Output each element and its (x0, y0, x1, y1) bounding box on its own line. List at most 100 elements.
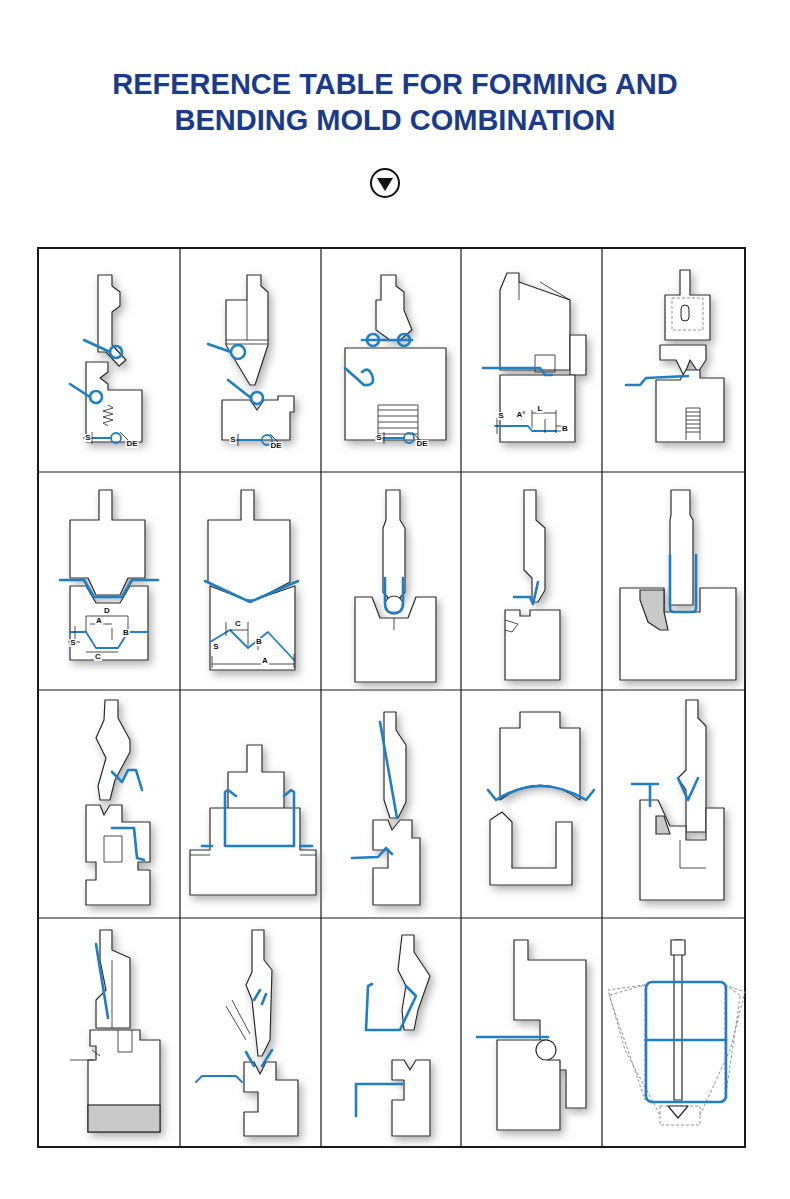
offset-tool-part (483, 368, 552, 375)
hook-bend-tool-part (505, 490, 560, 680)
dimension-label: C (94, 653, 102, 661)
hemming-tool-2-part (228, 380, 251, 398)
acute-angle-tool-part (254, 990, 266, 1004)
trapezoid-tool (60, 490, 158, 660)
table-grid (38, 248, 745, 1147)
z-bend-tool (626, 270, 724, 442)
dimension-label: A° (516, 411, 527, 419)
gooseneck-tool (86, 700, 150, 905)
channel-tool-part (670, 555, 696, 612)
box-bend-tool (356, 935, 430, 1136)
flattening-tool-part (112, 960, 132, 1052)
offset-tool-part (500, 273, 586, 442)
z-bend-tool-part (681, 305, 689, 321)
dimension-label: DE (269, 442, 282, 450)
deep-box-tool-part (674, 940, 682, 1100)
z-bend-tool-part (672, 298, 703, 330)
dimension-label: B (255, 638, 263, 646)
hemming-tool-3-part (362, 339, 412, 342)
c-frame-tool-part (497, 940, 586, 1130)
acute-angle-tool (196, 930, 298, 1136)
u-bend-tool-part-part (355, 597, 436, 682)
acute-angle-tool-part (226, 1000, 250, 1040)
arc-forming-tool-part-part (490, 812, 572, 885)
dimension-label: L (537, 405, 544, 413)
hemming-tool-3-part (404, 433, 414, 443)
hook-bend-tool-part (514, 582, 538, 604)
table-grid-part (38, 248, 745, 1147)
title: REFERENCE TABLE FOR FORMING AND BENDING … (70, 66, 720, 138)
hemming-tool-2-part (226, 300, 268, 344)
dimension-label: S (497, 412, 504, 420)
flattening-tool-part-part (88, 1030, 160, 1132)
hat-section-tool-part (190, 745, 316, 895)
hemming-tool-1-part (86, 275, 142, 442)
hemming-tool-2-part (231, 345, 245, 359)
dimension-label: C (234, 620, 242, 628)
u-bend-tool-part (394, 618, 395, 630)
joggle-tool-part (380, 722, 397, 818)
hemming-tool-1-part (90, 391, 102, 403)
joggle-tool-part (373, 712, 420, 905)
gooseneck-tool-part (86, 700, 150, 905)
box-bend-tool-part-part (392, 1060, 430, 1136)
deep-box-tool-part (660, 1106, 700, 1125)
dimension-label: S (375, 434, 382, 442)
trapezoid-tool-part (60, 580, 158, 597)
dimension-label: S (229, 436, 236, 444)
acute-angle-tool-part (196, 1076, 242, 1082)
hemming-tool-1-part (111, 433, 121, 443)
arc-forming-tool-part (490, 712, 580, 885)
hemming-tool-3 (345, 275, 446, 444)
hemming-tool-2 (208, 275, 294, 446)
trapezoid-tool-part (68, 616, 128, 652)
tee-flange-tool-part (640, 700, 724, 900)
acute-angle-tool-part-part (246, 930, 272, 1056)
channel-tool-part (640, 590, 668, 630)
dimension-label: D (103, 607, 111, 615)
z-bend-tool-part-part (665, 270, 710, 340)
joggle-tool-part (352, 848, 392, 858)
table-grid-part (38, 248, 745, 1147)
flattening-tool-part (96, 944, 108, 1018)
box-bend-tool-part (392, 935, 430, 1136)
hat-section-tool-part (202, 845, 312, 848)
hemming-tool-2-part (208, 344, 231, 352)
gooseneck-tool-part-part (86, 805, 150, 905)
hat-section-tool-part (225, 790, 294, 846)
dimension-label: B (561, 425, 569, 433)
u-bend-tool (355, 490, 436, 682)
trapezoid-tool-part (70, 490, 148, 660)
offset-tool-part (519, 282, 570, 372)
arc-forming-tool (488, 712, 594, 885)
v-bend-tool-part (210, 630, 294, 660)
v-bend-tool-part-part (208, 490, 290, 602)
acute-angle-tool-part-part (244, 1062, 298, 1136)
hook-bend-tool-part (505, 620, 518, 632)
dimension-label: B (122, 629, 130, 637)
deep-box-tool-part (646, 982, 726, 1102)
hemming-tool-1-part-part (86, 362, 142, 442)
down-arrow-icon-part (371, 169, 399, 197)
hemming-tool-3-part (345, 275, 446, 440)
v-bend-tool-part-part (210, 586, 295, 670)
acute-angle-tool-part (246, 1050, 272, 1066)
flattening-tool-part (88, 1105, 160, 1132)
tee-flange-tool-part (656, 816, 670, 834)
down-arrow-icon-part (377, 178, 393, 191)
hemming-tool-1 (70, 275, 142, 444)
v-bend-tool-part (205, 581, 298, 602)
u-bend-tool-part (355, 490, 436, 682)
box-bend-tool-part-part (398, 935, 430, 1030)
joggle-tool (352, 712, 420, 905)
deep-box-tool (608, 940, 745, 1125)
hook-bend-tool (505, 490, 560, 680)
arc-forming-tool-part (488, 786, 594, 800)
dimension-label: A (95, 617, 103, 625)
deep-box-tool-part (646, 1039, 726, 1042)
channel-tool-part (620, 490, 736, 680)
acute-angle-tool-part (244, 930, 298, 1136)
hemming-tool-1-part (70, 384, 90, 397)
flattening-tool (70, 930, 160, 1132)
